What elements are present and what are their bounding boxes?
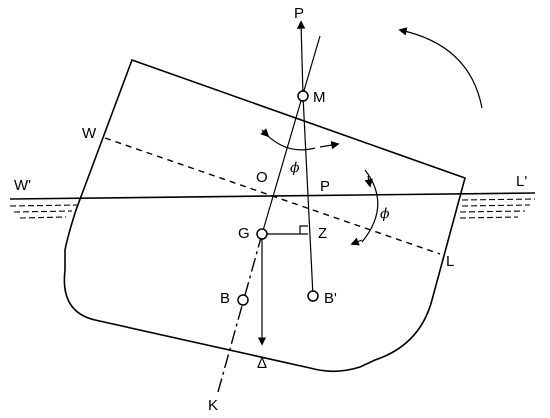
label-delta: Δ xyxy=(257,355,267,372)
label-p-mid: P xyxy=(320,178,330,195)
hull-outline xyxy=(63,58,466,373)
label-w: W xyxy=(82,125,97,142)
label-phi-upper: ϕ xyxy=(290,160,300,176)
label-m: M xyxy=(313,89,326,106)
waterline-wl-dashed xyxy=(104,137,441,255)
label-p-top: P xyxy=(294,5,304,22)
label-w-prime: W' xyxy=(14,177,31,194)
vertical-m-b-prime xyxy=(302,95,314,297)
angle-arc-upper xyxy=(261,129,316,151)
right-angle-marker xyxy=(299,225,308,234)
label-g: G xyxy=(238,225,250,242)
rotation-arrow xyxy=(398,27,483,109)
point-b-prime xyxy=(307,290,319,302)
label-phi-right: ϕ xyxy=(380,206,390,222)
water-surface-left xyxy=(9,204,79,219)
centerline-gm xyxy=(261,35,321,235)
label-z: Z xyxy=(318,225,327,242)
label-l-prime: L' xyxy=(516,173,527,190)
angle-arc-right xyxy=(361,169,379,243)
point-m xyxy=(297,90,309,102)
label-b: B xyxy=(220,290,230,307)
label-l: L xyxy=(446,253,454,270)
arrow-p-up xyxy=(296,20,306,97)
label-k: K xyxy=(208,397,218,414)
water-surface-right xyxy=(459,198,536,219)
label-o: O xyxy=(256,169,268,186)
centerline-gk xyxy=(217,233,263,393)
label-b-prime: B' xyxy=(324,290,337,307)
point-g xyxy=(256,228,268,240)
point-b xyxy=(237,294,249,306)
